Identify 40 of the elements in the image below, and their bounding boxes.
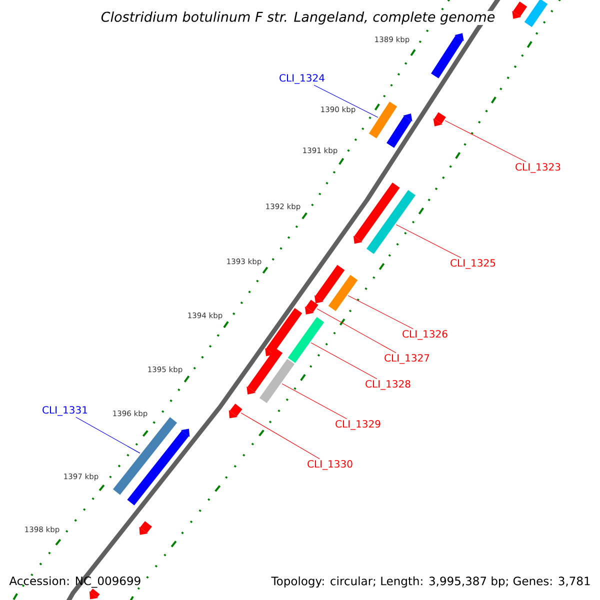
gene-label: CLI_1327 xyxy=(384,354,430,364)
leader-line xyxy=(444,120,526,162)
gene-marker xyxy=(433,112,446,126)
gene-block xyxy=(366,190,416,254)
leader-line xyxy=(316,308,396,354)
genome-info-text: Topology: circular; Length: 3,995,387 bp; Genes: 3,781 xyxy=(271,576,590,588)
gene-label: CLI_1329 xyxy=(336,420,380,430)
title: Clostridium botulinum F str. Langeland, complete genome xyxy=(100,10,496,26)
gene-block xyxy=(524,0,548,28)
gene-marker xyxy=(304,300,318,315)
gene-label: CLI_1325 xyxy=(450,259,496,269)
gene-label: CLI_1326 xyxy=(402,330,448,340)
gene-label: CLI_1323 xyxy=(516,163,560,173)
leader-line xyxy=(314,84,378,118)
gene-block xyxy=(368,102,398,138)
gene-block xyxy=(288,317,324,363)
gene-block xyxy=(328,274,358,312)
leader-line xyxy=(240,412,320,460)
gene-marker xyxy=(127,428,190,506)
gene-marker xyxy=(314,264,345,304)
leader-line xyxy=(396,224,462,258)
gene-marker xyxy=(89,588,100,600)
gene-marker xyxy=(353,182,400,244)
gene-marker xyxy=(228,404,242,418)
gene-marker xyxy=(386,114,412,148)
leader-line xyxy=(348,295,414,330)
gene-marker xyxy=(139,521,152,535)
gene-label: CLI_1328 xyxy=(366,380,410,390)
gene-marker xyxy=(512,2,528,19)
gene-block xyxy=(112,417,178,495)
gene-marker xyxy=(265,308,302,356)
leader-line xyxy=(76,416,140,454)
leader-line xyxy=(310,342,378,380)
gene-label: CLI_1330 xyxy=(308,460,352,470)
gene-block xyxy=(259,358,295,404)
gene-label: CLI_1331 xyxy=(42,406,88,416)
gene-label: CLI_1324 xyxy=(280,74,324,84)
gene-marker xyxy=(431,33,464,78)
leader-line xyxy=(282,383,348,420)
gene-marker xyxy=(246,348,283,394)
